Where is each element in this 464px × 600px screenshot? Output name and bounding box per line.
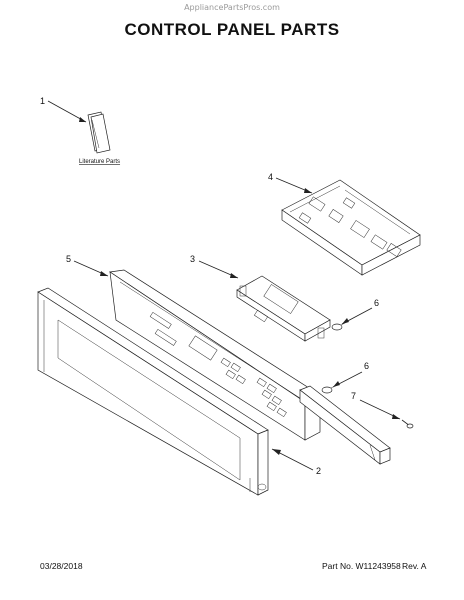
callout-3-label: 3 [190, 254, 195, 264]
callout-5: 5 [66, 254, 109, 277]
screw-7 [401, 419, 414, 429]
display-board [236, 275, 331, 342]
literature-parts-booklet [87, 111, 111, 154]
watermark: AppliancePartsPros.com [184, 3, 280, 12]
footer-date: 03/28/2018 [40, 561, 83, 571]
callout-6-lower: 6 [332, 361, 369, 388]
callout-4-label: 4 [268, 172, 273, 182]
callout-5-label: 5 [66, 254, 71, 264]
callout-1: 1 [40, 96, 87, 123]
callout-7-label: 7 [351, 391, 356, 401]
callout-6-lower-label: 6 [364, 361, 369, 371]
callout-6-upper-label: 6 [374, 298, 379, 308]
footer-revision: Rev. A [402, 561, 427, 571]
callout-6-upper: 6 [341, 298, 379, 325]
callout-1-label: 1 [40, 96, 45, 106]
callout-7: 7 [351, 391, 401, 420]
callout-3: 3 [190, 254, 239, 279]
literature-parts-label: Literature Parts [79, 159, 120, 165]
control-panel [109, 269, 321, 441]
control-board [281, 179, 421, 276]
callout-2-label: 2 [316, 466, 321, 476]
footer-part-number: Part No. W11243958 [322, 561, 401, 571]
bottom-bracket [299, 385, 391, 465]
callout-2: 2 [271, 448, 321, 476]
front-trim [37, 287, 269, 496]
callout-4: 4 [268, 172, 313, 194]
screw-upper [331, 321, 348, 331]
page-title: CONTROL PANEL PARTS [124, 20, 340, 39]
